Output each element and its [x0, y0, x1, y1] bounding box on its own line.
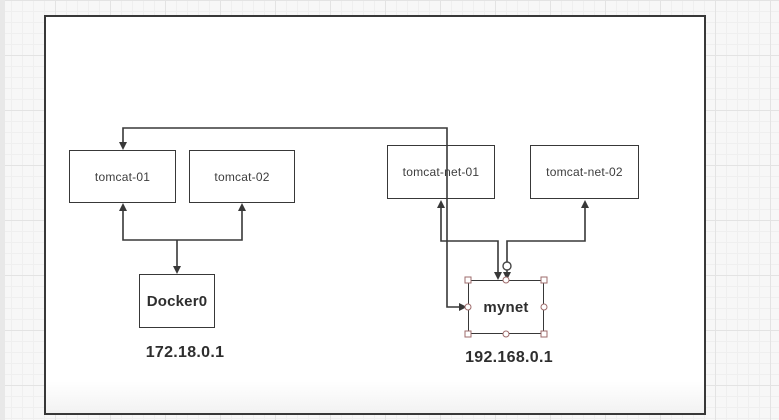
node-mynet-label: mynet	[483, 298, 529, 316]
resize-handle-s[interactable]	[502, 330, 510, 338]
resize-handle-ne[interactable]	[540, 276, 548, 284]
node-tomcat-01-label: tomcat-01	[94, 169, 151, 184]
node-tomcat-net-01-label: tomcat-net-01	[402, 165, 480, 179]
node-tomcat-01[interactable]: tomcat-01	[69, 150, 176, 203]
node-mynet[interactable]: mynet	[468, 280, 544, 334]
resize-handle-sw[interactable]	[464, 330, 472, 338]
ip-label-docker0: 172.18.0.1	[145, 344, 225, 361]
node-docker0[interactable]: Docker0	[139, 274, 215, 328]
node-tomcat-net-01[interactable]: tomcat-net-01	[387, 145, 495, 199]
resize-handle-w[interactable]	[464, 303, 472, 311]
node-tomcat-02-label: tomcat-02	[214, 169, 270, 184]
node-tomcat-net-02[interactable]: tomcat-net-02	[530, 145, 639, 199]
node-tomcat-02[interactable]: tomcat-02	[189, 150, 295, 203]
page-margin-strip	[0, 0, 5, 420]
resize-handle-e[interactable]	[540, 303, 548, 311]
resize-handle-n[interactable]	[502, 276, 510, 284]
ip-label-mynet: 192.168.0.1	[465, 349, 553, 366]
node-tomcat-net-02-label: tomcat-net-02	[546, 165, 623, 179]
resize-handle-se[interactable]	[540, 330, 548, 338]
node-docker0-label: Docker0	[146, 292, 208, 310]
resize-handle-nw[interactable]	[464, 276, 472, 284]
